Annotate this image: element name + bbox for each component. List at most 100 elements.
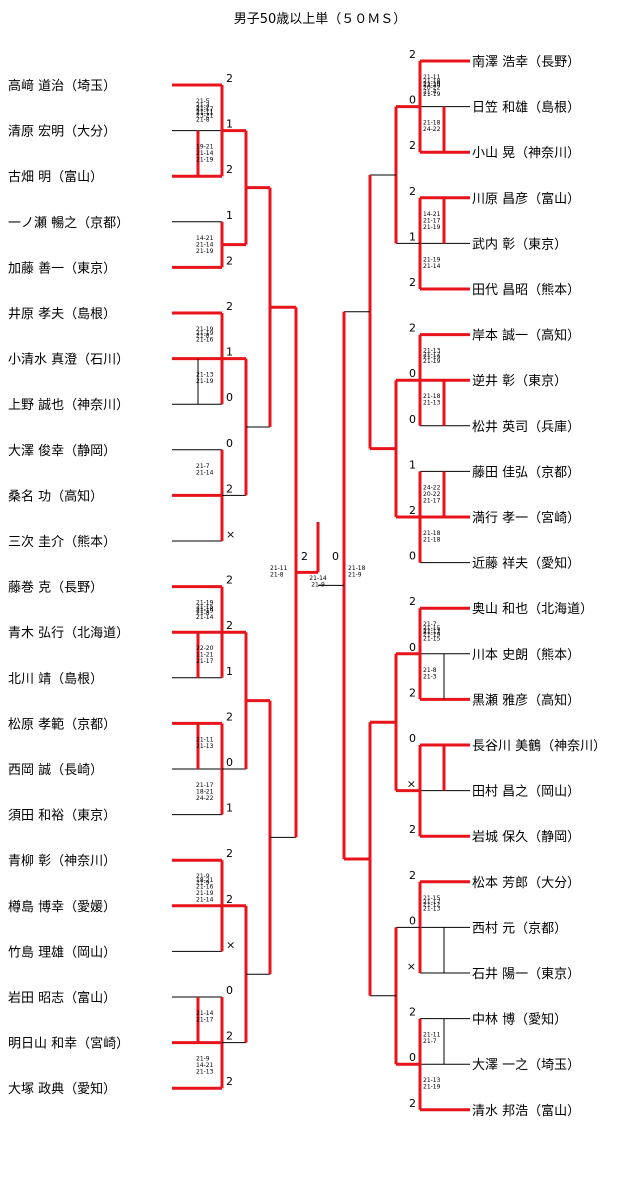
right-match-score: 21-18 — [423, 530, 441, 537]
right-player-name: 藤田 佳弘（京都） — [472, 465, 580, 480]
left-match-score: 21-8 — [196, 333, 210, 340]
left-player-name: 上野 誠也（神奈川） — [8, 398, 129, 413]
left-result-mark: 2 — [226, 847, 233, 860]
semi-left-score: 21-8 — [270, 572, 284, 579]
left-player-name: 高﨑 道治（埼玉） — [8, 78, 116, 94]
left-match-score: 23-21 — [196, 113, 214, 120]
right-player-name: 武内 彰（東京） — [472, 236, 567, 252]
left-match-score: 21-19 — [196, 378, 214, 385]
right-match-score: 21-18 — [423, 120, 441, 127]
left-player-name: 樽島 博幸（愛媛） — [8, 899, 116, 915]
left-match-score: 21-17 — [196, 1017, 214, 1024]
left-match-score: 21-3 — [196, 102, 210, 109]
semi-left-score: 21-11 — [270, 565, 288, 572]
left-match-score: 21-16 — [196, 337, 214, 344]
left-match-score: 21-14 — [196, 614, 214, 621]
left-match-score: 19-21 — [196, 144, 214, 151]
right-match-score: 21-19 — [423, 1084, 441, 1091]
right-result-mark: 2 — [409, 276, 416, 289]
left-match-score: 24-22 — [196, 795, 214, 802]
semi-right-score: 21-18 — [348, 565, 366, 572]
left-match-score: 21-13 — [196, 1069, 214, 1076]
right-result-mark: 2 — [409, 322, 416, 335]
right-match-score: 21-17 — [423, 352, 441, 359]
left-player-name: 三次 圭介（熊本） — [8, 534, 116, 550]
right-match-score: 21-11 — [423, 628, 441, 635]
right-match-score: 21-17 — [423, 629, 441, 636]
right-result-mark: 0 — [409, 1051, 416, 1064]
left-player-name: 大澤 俊幸（静岡） — [8, 444, 116, 459]
left-match-score: 21-14 — [196, 469, 214, 476]
left-match-score: 21-19 — [196, 248, 214, 255]
left-player-name: 須田 和裕（東京） — [8, 808, 116, 824]
right-player-name: 日笠 和雄（島根） — [472, 101, 580, 116]
left-player-name: 西岡 誠（長崎） — [8, 763, 103, 778]
left-match-score: 21-13 — [196, 372, 214, 379]
left-player-name: 一ノ瀬 暢之（京都） — [8, 215, 129, 231]
right-result-mark: 0 — [409, 914, 416, 927]
right-match-score: 21-8 — [423, 667, 437, 674]
right-result-mark: 2 — [409, 869, 416, 882]
left-match-score: 21-19 — [196, 157, 214, 164]
left-player-name: 井原 孝夫（島根） — [8, 307, 116, 322]
right-player-name: 長谷川 美鶴（神奈川） — [472, 738, 606, 754]
left-match-score: 21-11 — [196, 110, 214, 117]
right-result-mark: × — [407, 960, 416, 973]
right-result-mark: 0 — [409, 367, 416, 380]
left-match-score: 21-5 — [196, 98, 210, 105]
right-player-name: 満行 孝一（宮崎） — [472, 510, 580, 526]
right-result-mark: 2 — [409, 1006, 416, 1019]
right-match-score: 21-11 — [423, 1032, 441, 1039]
right-result-mark: 1 — [409, 230, 416, 243]
right-result-mark: 0 — [409, 641, 416, 654]
right-match-score: 21-13 — [423, 1077, 441, 1084]
right-result-mark: 2 — [409, 595, 416, 608]
right-match-score: 21-19 — [423, 224, 441, 231]
right-player-name: 松井 英司（兵庫） — [472, 420, 580, 435]
right-match-score: 21-19 — [423, 256, 441, 263]
left-result-mark: 0 — [226, 437, 233, 450]
right-player-name: 岸本 誠一（高知） — [472, 328, 580, 344]
left-result-mark: 2 — [226, 482, 233, 495]
right-match-score: 24-22 — [423, 484, 441, 491]
right-player-name: 逆井 彰（東京） — [472, 373, 567, 389]
right-result-mark: × — [407, 778, 416, 791]
right-match-score: 21-14 — [423, 263, 441, 270]
left-match-score: 21-14 — [196, 150, 214, 157]
left-match-score: 21-16 — [196, 884, 214, 891]
right-result-mark: 2 — [409, 686, 416, 699]
right-result-mark: 2 — [409, 504, 416, 517]
page-title: 男子50歳以上単（５０ＭＳ） — [233, 12, 407, 27]
left-player-name: 小清水 真澄（石川） — [8, 353, 129, 368]
left-match-score: 21-19 — [196, 600, 214, 607]
right-match-score: 20-22 — [423, 85, 441, 92]
left-player-name: 岩田 昭志（富山） — [8, 990, 116, 1006]
right-result-mark: 2 — [409, 1097, 416, 1110]
left-match-score: 21-15 — [196, 604, 214, 611]
left-match-score: 14-21 — [196, 235, 214, 242]
left-match-score: 22-20 — [196, 645, 214, 652]
final-left-score: 2 — [301, 550, 308, 563]
right-player-name: 西村 元（京都） — [472, 921, 567, 936]
left-player-name: 加藤 善一（東京） — [8, 260, 116, 276]
right-match-score: 21-19 — [423, 358, 441, 365]
left-result-mark: × — [226, 938, 235, 951]
left-player-name: 青木 弘行（北海道） — [8, 626, 129, 641]
left-result-mark: 0 — [226, 391, 233, 404]
final-right-score: 0 — [332, 550, 339, 563]
left-result-mark: 1 — [226, 118, 233, 131]
left-match-score: 18-21 — [196, 877, 214, 884]
left-result-mark: 2 — [226, 710, 233, 723]
left-player-name: 北川 靖（島根） — [8, 672, 103, 687]
left-match-score: 21-11 — [196, 736, 214, 743]
left-result-mark: 1 — [226, 665, 233, 678]
right-result-mark: 0 — [409, 732, 416, 745]
left-match-score: 21-8 — [196, 610, 210, 617]
right-match-score: 21-13 — [423, 348, 441, 355]
right-player-name: 小山 晃（神奈川） — [472, 146, 580, 161]
left-result-mark: 2 — [226, 893, 233, 906]
right-player-name: 川本 史朗（熊本） — [472, 647, 580, 663]
right-result-mark: 2 — [409, 139, 416, 152]
right-player-name: 奥山 和也（北海道） — [472, 602, 593, 617]
